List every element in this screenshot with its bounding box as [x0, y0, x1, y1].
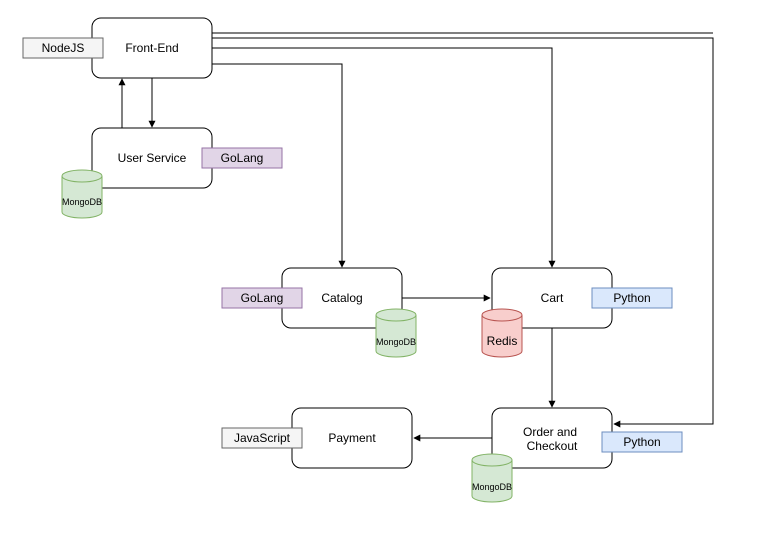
catalog-tech-badge: [221, 287, 303, 309]
frontend-tech-badge: [22, 37, 104, 59]
cart-tech-label: Python: [613, 291, 650, 305]
node-frontend[interactable]: Front-End NodeJS: [22, 17, 213, 79]
userservice-label: User Service: [118, 151, 187, 165]
node-cart[interactable]: Cart Python Redis: [481, 267, 673, 358]
order-tech-badge: [601, 431, 683, 453]
cart-db-label: Redis: [487, 334, 518, 348]
userservice-tech-badge: [201, 147, 283, 169]
order-db: MongoDB: [471, 453, 513, 503]
connectors: [118, 32, 714, 442]
frontend-tech-label: NodeJS: [42, 41, 85, 55]
edge-frontend-to-catalog: [212, 63, 346, 268]
order-label-line1: Order and: [523, 425, 577, 439]
userservice-db-label: MongoDB: [62, 197, 102, 207]
catalog-db-body: [375, 315, 417, 358]
catalog-db: MongoDB: [375, 308, 417, 358]
node-payment[interactable]: Payment JavaScript: [221, 407, 413, 469]
catalog-tech-label: GoLang: [241, 291, 284, 305]
order-db-top: [471, 453, 513, 467]
order-db-label: MongoDB: [472, 482, 512, 492]
edge-frontend-to-cart: [212, 47, 556, 268]
node-user-service[interactable]: User Service GoLang MongoDB: [61, 127, 283, 219]
edge-frontend-to-order: [212, 37, 714, 428]
order-tech-label: Python: [623, 435, 660, 449]
order-db-body: [471, 460, 513, 503]
payment-tech-badge: [221, 427, 303, 449]
cart-tech-badge: [591, 287, 673, 309]
node-catalog[interactable]: Catalog GoLang MongoDB: [221, 267, 417, 358]
userservice-db: MongoDB: [61, 169, 103, 219]
catalog-db-top: [375, 308, 417, 322]
payment-tech-label: JavaScript: [234, 431, 291, 445]
cart-db: Redis: [481, 308, 523, 358]
userservice-tech-label: GoLang: [221, 151, 264, 165]
cart-db-top: [481, 308, 523, 322]
frontend-label: Front-End: [125, 41, 178, 55]
order-label-line2: Checkout: [527, 439, 578, 453]
catalog-db-label: MongoDB: [376, 337, 416, 347]
cart-db-body: [481, 315, 523, 358]
cart-label: Cart: [541, 291, 564, 305]
userservice-db-body: [61, 176, 103, 219]
catalog-label: Catalog: [321, 291, 362, 305]
payment-label: Payment: [328, 431, 376, 445]
node-order-checkout[interactable]: Order and Checkout Python MongoDB: [471, 407, 683, 503]
userservice-db-top: [61, 169, 103, 183]
